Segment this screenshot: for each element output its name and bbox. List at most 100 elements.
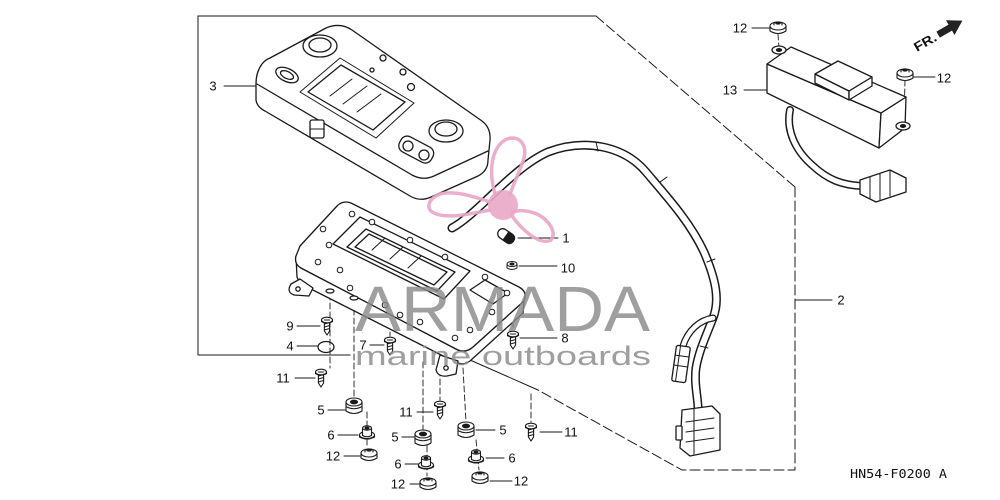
nut-10-hole [509, 262, 515, 266]
part-1-socket [497, 228, 516, 245]
screw-boss [451, 334, 459, 342]
module-mount-hole [899, 124, 907, 128]
meter-cover-indicator [379, 54, 387, 62]
meter-cover-window-shading [329, 78, 382, 113]
callout-5-left: 5 [317, 403, 324, 418]
meter-display-shading [371, 237, 422, 269]
meter-cover-indicator [406, 82, 416, 92]
o-ring-part-4 [317, 340, 335, 354]
callout-12-module-top: 12 [733, 21, 747, 36]
meter-case-screw-bosses [314, 210, 511, 342]
callout-2: 2 [837, 293, 844, 308]
callout-4: 4 [286, 339, 293, 354]
connector-large-body [679, 405, 721, 457]
propeller-logo [427, 136, 555, 244]
screw-boss [416, 318, 424, 326]
harness-tape-marks [595, 141, 716, 349]
meter-case-tab-left [288, 278, 314, 297]
meter-cover-button [418, 149, 430, 161]
meter-cover-button [402, 140, 414, 152]
assembly-bracket-left [197, 15, 351, 356]
connector-small [671, 344, 691, 384]
propeller-blade-left [427, 191, 492, 218]
meter-cover-window [307, 64, 406, 131]
callout-10: 10 [561, 261, 575, 276]
screw-boss [325, 241, 333, 249]
callout-9: 9 [286, 319, 293, 334]
callout-labels: 3 12 13 12 1 10 2 9 8 4 7 11 5 11 5 11 6… [209, 21, 951, 492]
callout-6-left: 6 [327, 428, 334, 443]
module-connector-ridges [869, 169, 891, 201]
meter-case-tab-hole [443, 365, 449, 371]
assembly-dashed-diagonal [595, 15, 796, 188]
meter-cover [255, 24, 491, 200]
part-10-nut [506, 261, 518, 270]
screw-boss [406, 236, 414, 244]
callout-11-center: 11 [399, 405, 413, 420]
nut-part-12-module-right [896, 68, 914, 82]
front-direction-arrow-icon [936, 20, 963, 38]
propeller-blade-top [489, 136, 527, 197]
assembly-lower-line [469, 359, 539, 391]
screw-boss [441, 253, 449, 261]
watermark-tagline: marine outboards [355, 341, 651, 371]
line-art [197, 15, 936, 491]
callout-8: 8 [561, 331, 568, 346]
grommet-part-5-center [414, 429, 432, 447]
meter-cover-indicator [399, 68, 407, 76]
nut-part-12-left [360, 448, 378, 462]
callout-5-center: 5 [391, 430, 398, 445]
module-mount-hole [775, 48, 783, 52]
connector-large-latch [675, 425, 683, 441]
socket-shade [502, 231, 516, 245]
meter-cover-rear-knob-cap [308, 37, 332, 53]
assembly-outline [197, 15, 796, 471]
meter-cover-bezel [299, 57, 415, 139]
grommet-part-5-right [457, 421, 475, 439]
callout-7: 7 [359, 338, 366, 353]
connector-large [675, 405, 721, 457]
screw-boss [396, 311, 404, 319]
meter-case-assembly [288, 201, 526, 377]
watermark-brand: ARMADA [355, 273, 650, 345]
screw-boss [336, 266, 344, 274]
mount-post [325, 288, 335, 294]
screw-boss [314, 258, 322, 266]
wire-harness [447, 140, 721, 413]
screw-boss [466, 326, 474, 334]
meter-cover-front-knob-cap [434, 121, 458, 137]
propeller-blade-right [510, 208, 555, 244]
control-module-part-13 [766, 45, 911, 203]
callout-12-center: 12 [391, 477, 405, 492]
screw-boss [319, 225, 327, 233]
callout-3: 3 [209, 79, 216, 94]
grommet-part-5-left [345, 397, 363, 415]
callout-11-right: 11 [564, 425, 578, 440]
connector-small-ridges [673, 345, 690, 382]
mount-post [349, 295, 359, 301]
callout-12-left: 12 [326, 449, 340, 464]
module-wire-inner [786, 107, 865, 189]
callout-5-right: 5 [499, 423, 506, 438]
meter-case-tab-hole [295, 286, 301, 292]
harness-main-inner [449, 142, 720, 411]
connector-large-ridges [685, 408, 715, 455]
meter-cover-indicator [369, 67, 375, 73]
module-connector [859, 169, 907, 203]
nut-part-12-right [471, 471, 489, 485]
drawing-code: HN54-F0200 A [850, 467, 948, 481]
screw-boss [488, 308, 496, 316]
nut-part-12-center [419, 477, 437, 491]
watermark: ARMADA marine outboards [355, 273, 651, 371]
callout-6-right: 6 [508, 451, 515, 466]
meter-cover-oval-button-inner [279, 70, 295, 80]
callout-12-bottom-right: 12 [514, 474, 528, 489]
callout-13: 13 [723, 83, 737, 98]
meter-cover-top-edge [256, 83, 489, 179]
callout-12-module-right: 12 [937, 71, 951, 86]
nut-part-12-module-top [769, 21, 787, 35]
module-raised-block-top [814, 60, 873, 92]
screw-boss [368, 218, 376, 226]
callout-11-left: 11 [276, 371, 290, 386]
